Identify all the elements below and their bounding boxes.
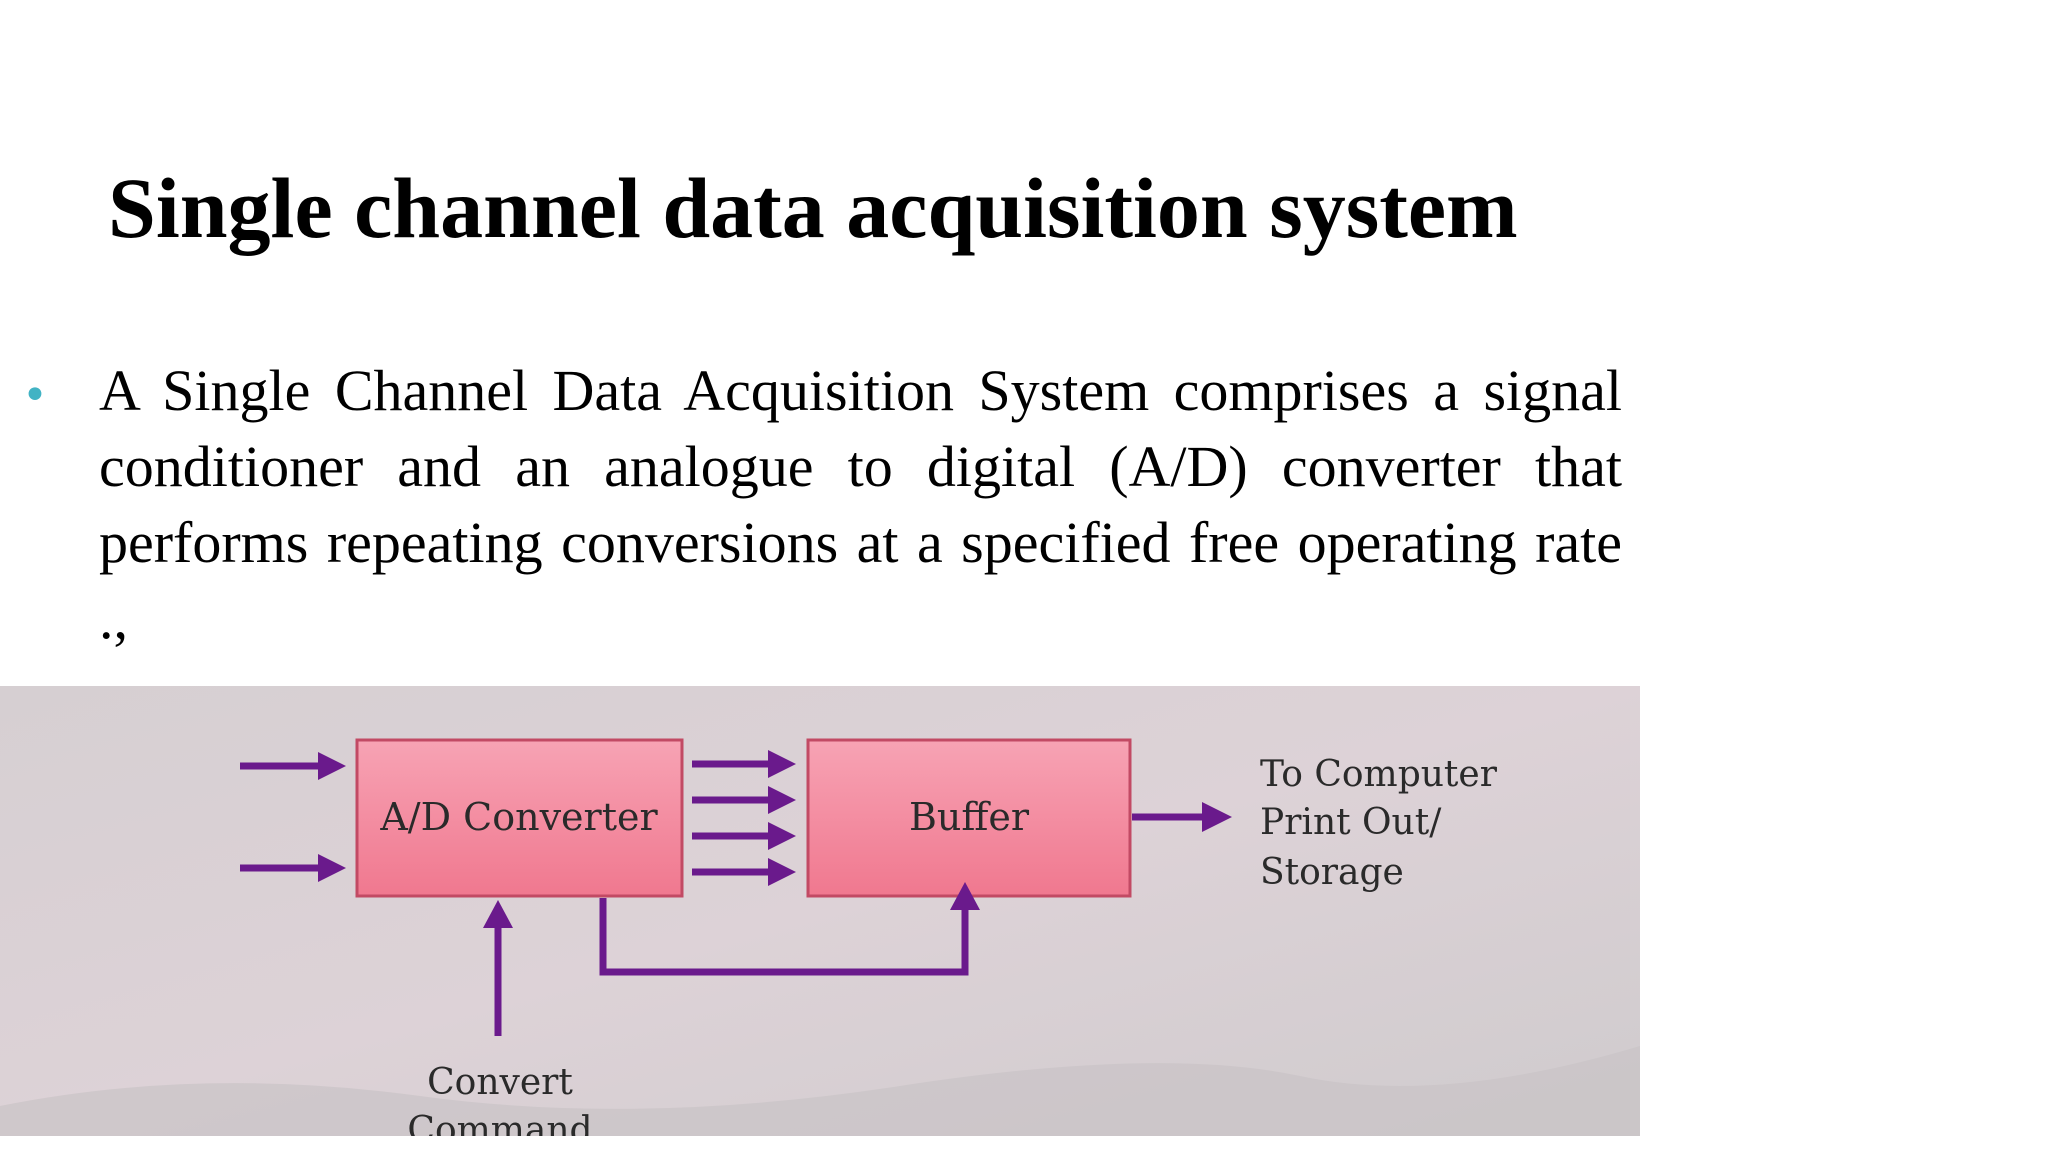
input-arrow-1 (240, 752, 346, 780)
slide-title: Single channel data acquisition system (108, 160, 1518, 256)
control-feedback-arrow (599, 882, 980, 976)
command-label-line-2: Command (407, 1110, 592, 1136)
buffer-label: Buffer (909, 795, 1030, 839)
output-label-line-3: Storage (1260, 852, 1404, 893)
input-arrow-2 (240, 854, 346, 882)
bullet-text: A Single Channel Data Acquisition System… (99, 358, 1622, 651)
convert-command-arrow (483, 900, 513, 1036)
output-arrow (1132, 802, 1232, 832)
background-texture (0, 1046, 1640, 1136)
output-label-line-1: To Computer (1260, 754, 1498, 795)
adc-label: A/D Converter (379, 795, 658, 839)
adc-block (355, 738, 684, 898)
output-label-line-2: Print Out/ (1260, 802, 1442, 843)
command-label-line-1: Convert (427, 1062, 573, 1103)
bullet-icon: • (22, 370, 48, 421)
block-diagram: A/D Converter Buffer To Computer Print O… (0, 686, 1640, 1136)
parallel-data-arrows (692, 750, 796, 886)
